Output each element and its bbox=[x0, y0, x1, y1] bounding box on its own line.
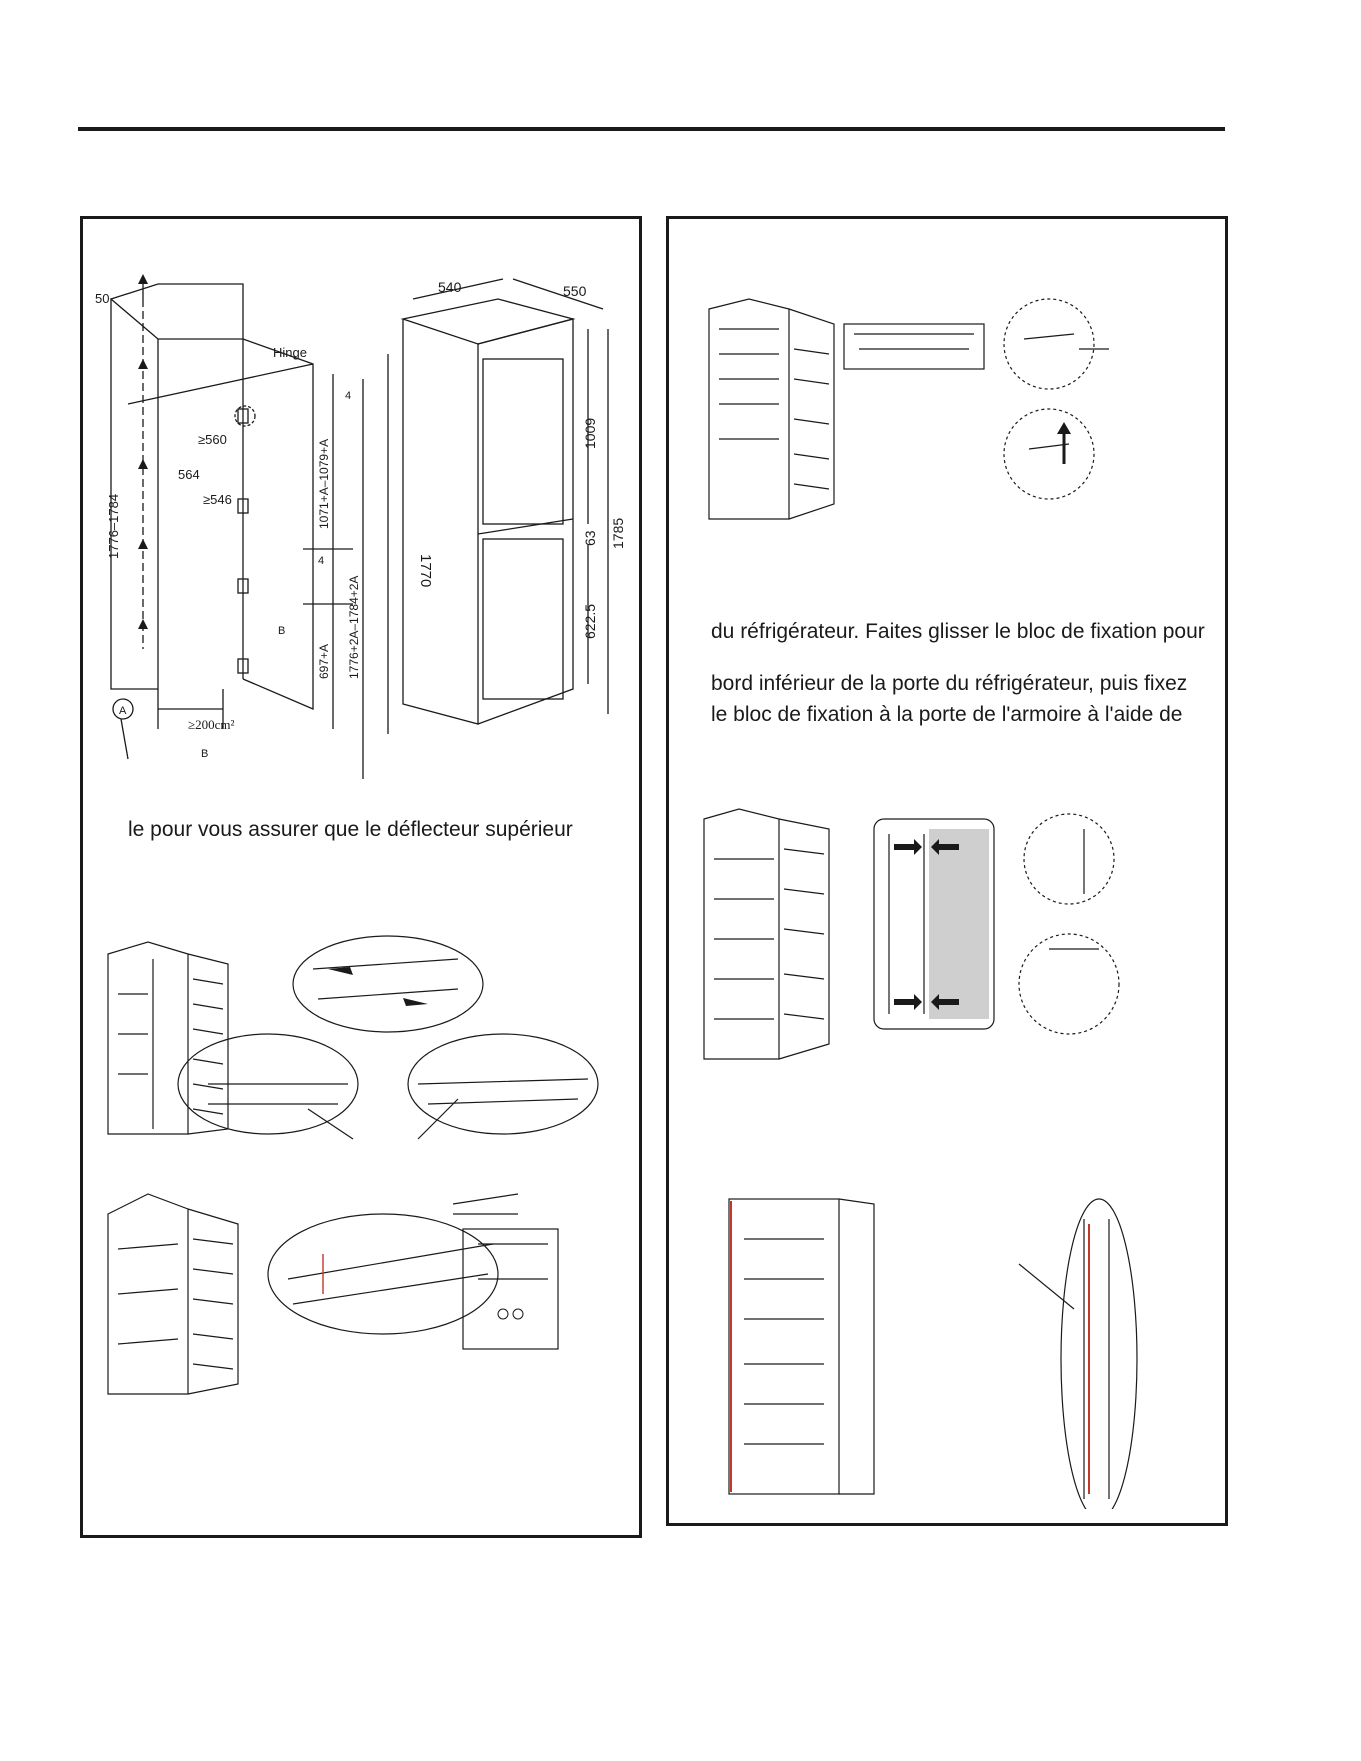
label-lower-gap: 697+A bbox=[317, 644, 331, 679]
label-a: A bbox=[119, 705, 127, 717]
label-width: 540 bbox=[438, 279, 462, 295]
label-hinge: Hinge bbox=[273, 345, 307, 360]
door-alignment-illustration bbox=[703, 808, 1120, 1060]
installation-panel-right: du réfrigérateur. Faites glisser le bloc… bbox=[666, 216, 1228, 1526]
label-b-bottom: B bbox=[201, 748, 208, 760]
label-width-564: 564 bbox=[178, 467, 200, 482]
right-text-line-1: du réfrigérateur. Faites glisser le bloc… bbox=[711, 620, 1205, 643]
label-total-gap: 1776+2A–1784+2A bbox=[347, 576, 361, 679]
label-height-total: 1785 bbox=[610, 518, 626, 549]
label-gap-4-top: 4 bbox=[345, 390, 351, 402]
right-text-line-3: le bloc de fixation à la porte de l'armo… bbox=[711, 703, 1183, 726]
grey-fill-panel bbox=[929, 829, 989, 1019]
left-text-line-1: le pour vous assurer que le déflecteur s… bbox=[128, 818, 573, 841]
door-seal-illustration bbox=[728, 1198, 1138, 1509]
hinge-detail-illustration bbox=[107, 1193, 559, 1395]
label-depth-560: ≥560 bbox=[198, 432, 227, 447]
right-text-line-2: bord inférieur de la porte du réfrigérat… bbox=[711, 672, 1188, 695]
label-width-546: ≥546 bbox=[203, 492, 232, 507]
label-height-upper: 1009 bbox=[582, 418, 598, 449]
label-height-lower: 622.5 bbox=[582, 604, 598, 639]
installation-panel-left: 50 Hinge ≥560 564 ≥546 1776–1784 1071+A–… bbox=[80, 216, 642, 1538]
label-upper-gap: 1071+A–1079+A bbox=[317, 439, 331, 529]
top-deflector-illustration bbox=[107, 935, 599, 1140]
label-top-offset: 50 bbox=[95, 291, 109, 306]
label-vent-area: ≥200cm² bbox=[188, 717, 235, 732]
label-b-side: B bbox=[278, 625, 285, 637]
label-gap: 63 bbox=[582, 530, 598, 546]
fridge-dimension-diagram: 540 550 1770 1009 63 622.5 1785 bbox=[387, 278, 626, 734]
fixing-block-illustration bbox=[708, 298, 1109, 520]
label-cabinet-height: 1776–1784 bbox=[106, 494, 121, 559]
label-height-body: 1770 bbox=[417, 554, 434, 587]
label-gap-4-mid: 4 bbox=[318, 555, 324, 567]
header-rule bbox=[78, 127, 1225, 131]
label-depth: 550 bbox=[563, 283, 587, 299]
cabinet-dimension-diagram: 50 Hinge ≥560 564 ≥546 1776–1784 1071+A–… bbox=[95, 274, 364, 779]
